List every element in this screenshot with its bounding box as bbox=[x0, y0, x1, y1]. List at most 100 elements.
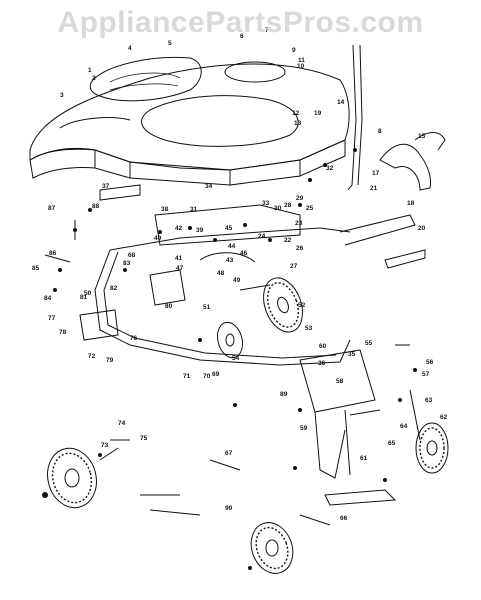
callout-54: 54 bbox=[232, 355, 240, 362]
wheel-lower-right bbox=[415, 422, 449, 474]
callout-73: 73 bbox=[101, 442, 109, 449]
callout-19: 19 bbox=[314, 110, 322, 117]
callout-1: 1 bbox=[88, 67, 92, 74]
callout-15: 15 bbox=[418, 133, 426, 140]
callout-58: 58 bbox=[336, 378, 344, 385]
callout-84: 84 bbox=[44, 295, 52, 302]
callout-26: 26 bbox=[296, 245, 304, 252]
height-adjuster-bracket bbox=[299, 349, 421, 506]
callout-60: 60 bbox=[319, 343, 327, 350]
deck-shroud bbox=[29, 56, 350, 186]
callout-64: 64 bbox=[400, 423, 408, 430]
callout-48: 48 bbox=[217, 270, 225, 277]
callout-13: 13 bbox=[294, 120, 302, 127]
callout-51: 51 bbox=[203, 304, 211, 311]
callout-45: 45 bbox=[225, 225, 233, 232]
callout-27: 27 bbox=[290, 263, 298, 270]
callout-36: 36 bbox=[318, 360, 326, 367]
callout-14: 14 bbox=[337, 99, 345, 106]
callout-23: 23 bbox=[295, 220, 303, 227]
callout-77: 77 bbox=[48, 315, 56, 322]
callout-86: 86 bbox=[49, 250, 57, 257]
callout-90: 90 bbox=[225, 505, 233, 512]
callout-66: 66 bbox=[340, 515, 348, 522]
callout-61: 61 bbox=[360, 455, 368, 462]
callout-4: 4 bbox=[128, 45, 132, 52]
callout-74: 74 bbox=[118, 420, 126, 427]
callout-55: 55 bbox=[365, 340, 373, 347]
callout-87: 87 bbox=[48, 205, 56, 212]
callout-32: 32 bbox=[326, 165, 334, 172]
callout-38: 38 bbox=[161, 206, 169, 213]
callout-89: 89 bbox=[280, 391, 288, 398]
callout-31: 31 bbox=[190, 206, 198, 213]
callout-68: 68 bbox=[128, 252, 136, 259]
callout-9: 9 bbox=[292, 47, 296, 54]
wheel-lower-left bbox=[47, 447, 97, 509]
callout-2: 2 bbox=[92, 75, 96, 82]
callout-30: 30 bbox=[274, 205, 282, 212]
callout-70: 70 bbox=[203, 373, 211, 380]
callout-39: 39 bbox=[196, 227, 204, 234]
callout-82: 82 bbox=[110, 285, 118, 292]
callout-49: 49 bbox=[233, 277, 241, 284]
callout-6: 6 bbox=[240, 33, 244, 40]
callout-33: 33 bbox=[262, 200, 270, 207]
callout-67: 67 bbox=[225, 450, 233, 457]
callout-57: 57 bbox=[422, 371, 430, 378]
callout-52: 52 bbox=[298, 302, 306, 309]
callout-43: 43 bbox=[226, 257, 234, 264]
callout-56: 56 bbox=[426, 359, 434, 366]
callout-88: 88 bbox=[92, 203, 100, 210]
callout-22: 22 bbox=[284, 237, 292, 244]
callout-labels: 1234567891011121314151718192021222324252… bbox=[32, 27, 448, 522]
callout-78: 78 bbox=[59, 329, 67, 336]
callout-69: 69 bbox=[212, 371, 220, 378]
callout-83: 83 bbox=[123, 260, 131, 267]
callout-71: 71 bbox=[183, 373, 191, 380]
frame-chassis bbox=[79, 184, 426, 366]
callout-24: 24 bbox=[258, 233, 266, 240]
callout-5: 5 bbox=[168, 40, 172, 47]
callout-44: 44 bbox=[228, 243, 236, 250]
callout-12: 12 bbox=[292, 110, 300, 117]
callout-8: 8 bbox=[378, 128, 382, 135]
hardware-parts bbox=[42, 148, 417, 570]
callout-34: 34 bbox=[205, 183, 213, 190]
callout-28: 28 bbox=[284, 202, 292, 209]
callout-65: 65 bbox=[388, 440, 396, 447]
callout-37: 37 bbox=[102, 183, 110, 190]
handle-assembly bbox=[347, 44, 446, 191]
callout-81: 81 bbox=[80, 294, 88, 301]
callout-3: 3 bbox=[60, 92, 64, 99]
callout-50: 50 bbox=[84, 290, 92, 297]
callout-10: 10 bbox=[297, 63, 305, 70]
callout-53: 53 bbox=[305, 325, 313, 332]
callout-62: 62 bbox=[440, 414, 448, 421]
callout-40: 40 bbox=[154, 235, 162, 242]
callout-29: 29 bbox=[296, 195, 304, 202]
wheel-inner bbox=[217, 321, 243, 359]
callout-63: 63 bbox=[425, 397, 433, 404]
callout-42: 42 bbox=[175, 225, 183, 232]
callout-72: 72 bbox=[88, 353, 96, 360]
callout-7: 7 bbox=[265, 27, 269, 34]
callout-25: 25 bbox=[306, 205, 314, 212]
callout-35: 35 bbox=[348, 351, 356, 358]
callout-85: 85 bbox=[32, 265, 40, 272]
callout-46: 46 bbox=[240, 250, 248, 257]
wheel-upper-right bbox=[263, 277, 303, 333]
callout-20: 20 bbox=[418, 225, 426, 232]
wheel-lower-center bbox=[250, 522, 294, 574]
callout-18: 18 bbox=[407, 200, 415, 207]
callout-21: 21 bbox=[370, 185, 378, 192]
callout-17: 17 bbox=[372, 170, 380, 177]
callout-79: 79 bbox=[106, 357, 114, 364]
callout-41: 41 bbox=[175, 255, 183, 262]
callout-47: 47 bbox=[176, 265, 184, 272]
callout-76: 76 bbox=[130, 335, 138, 342]
callout-80: 80 bbox=[165, 303, 173, 310]
callout-11: 11 bbox=[298, 57, 305, 64]
callout-59: 59 bbox=[300, 425, 308, 432]
